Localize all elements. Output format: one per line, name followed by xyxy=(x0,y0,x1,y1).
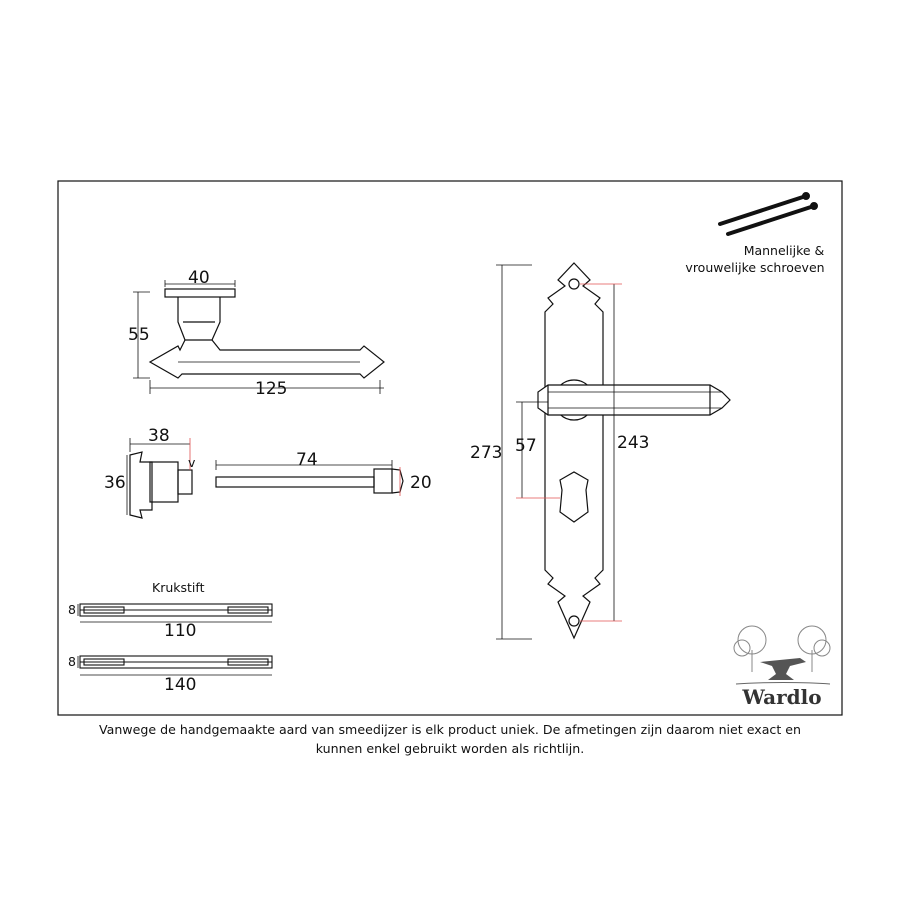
dim-handle-length: 125 xyxy=(255,379,287,399)
dim-spindle-diameter: 20 xyxy=(410,473,432,493)
dim-rose-height: 36 xyxy=(104,473,126,493)
spindle-cap xyxy=(391,468,404,494)
krukstift-110 xyxy=(77,603,273,623)
spindle-collar xyxy=(373,468,393,494)
brand-name: Wardlo xyxy=(741,685,821,709)
spindle-bar xyxy=(215,476,375,488)
tree-icon xyxy=(733,625,831,672)
disclaimer-line1: Vanwege de handgemaakte aard van smeedij… xyxy=(98,722,802,737)
dim-backplate-hole-distance: 243 xyxy=(617,433,649,453)
dim-backplate-height: 273 xyxy=(470,443,502,463)
handle-lever xyxy=(148,339,385,379)
backplate-thumbturn xyxy=(559,471,589,523)
krukstift-140 xyxy=(77,655,273,676)
dim-handle-width: 40 xyxy=(188,268,210,288)
rose-side-view xyxy=(126,438,193,519)
handle-top-view xyxy=(133,280,385,394)
screws-caption-line1: Mannelijke & xyxy=(744,243,825,258)
wardlo-logo: Wardlo xyxy=(733,625,831,709)
backplate-drawing xyxy=(496,262,731,640)
dim-handle-height: 55 xyxy=(128,325,150,345)
rose-stub xyxy=(177,469,193,495)
dim-spindle-length: 74 xyxy=(296,450,318,470)
krukstift-110-length: 110 xyxy=(164,621,196,641)
krukstift-110-thickness: 8 xyxy=(68,602,76,617)
rose-boss xyxy=(149,461,179,503)
disclaimer: Vanwege de handgemaakte aard van smeedij… xyxy=(60,720,840,758)
krukstift-140-thickness: 8 xyxy=(68,654,76,669)
krukstift-140-length: 140 xyxy=(164,675,196,695)
rose-marker: v xyxy=(188,455,196,470)
backplate-lever xyxy=(537,384,731,416)
backplate-top-hole xyxy=(568,278,580,290)
handle-neck xyxy=(177,297,221,341)
rose-body xyxy=(129,451,153,519)
backplate-bottom-hole xyxy=(568,615,580,627)
dim-handle-to-key: 57 xyxy=(515,436,537,456)
screws-icon xyxy=(718,192,818,236)
screws-caption-line2: vrouwelijke schroeven xyxy=(685,260,824,275)
backplate-outline xyxy=(544,262,604,640)
rose-flange xyxy=(164,288,236,298)
dim-rose-width: 38 xyxy=(148,426,170,446)
disclaimer-line2: kunnen enkel gebruikt worden als richtli… xyxy=(315,741,585,756)
krukstift-title: Krukstift xyxy=(152,580,205,595)
drawing-frame xyxy=(57,180,843,716)
spindle-drawing xyxy=(215,460,404,496)
anvil-icon xyxy=(760,658,806,680)
